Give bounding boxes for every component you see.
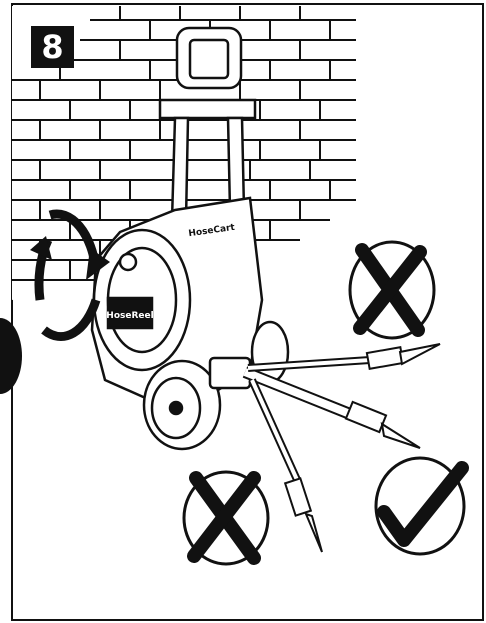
wrong-icon-1 — [350, 242, 434, 338]
reel-label: HoseReel — [106, 311, 153, 321]
wrong-icon-2 — [184, 472, 268, 564]
hose-correct — [245, 372, 420, 448]
hose-wrong-lower — [252, 380, 322, 552]
margin-tab — [0, 318, 22, 394]
step-number-badge: 8 — [31, 26, 74, 68]
correct-icon — [376, 458, 464, 554]
